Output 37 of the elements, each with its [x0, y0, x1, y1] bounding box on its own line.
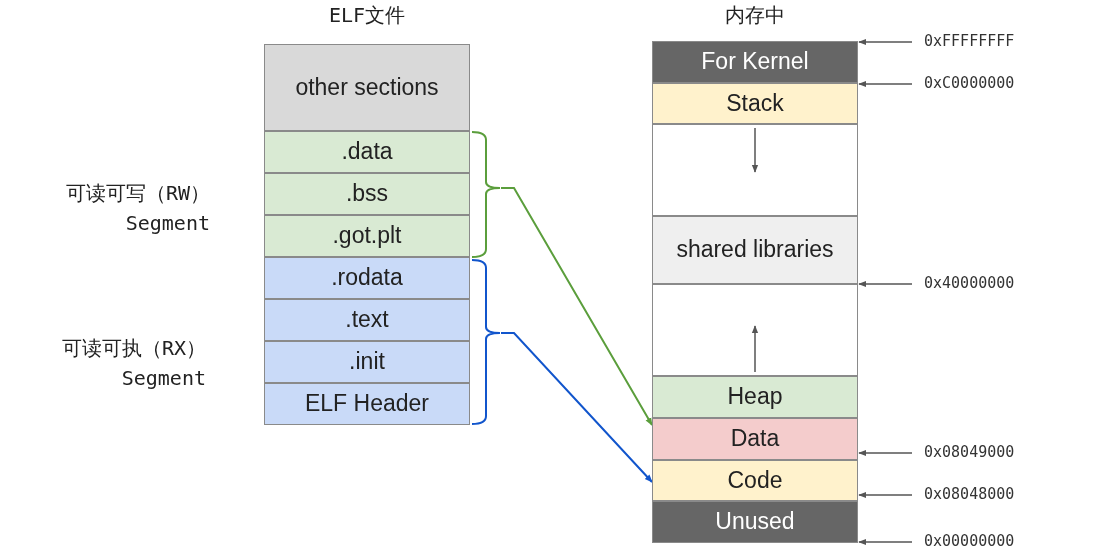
address-label: 0x00000000: [924, 532, 1015, 550]
free-space-box: [652, 284, 858, 376]
address-label: 0xC0000000: [924, 74, 1015, 92]
brace: [470, 259, 501, 425]
column-heading: ELF文件: [327, 2, 407, 29]
segment-label: 可读可写（RW） Segment: [64, 180, 210, 237]
leader-line: [858, 80, 913, 88]
address-label: 0xFFFFFFFF: [924, 32, 1015, 50]
brace: [470, 131, 501, 258]
section-box: .bss: [264, 173, 470, 215]
memory-region: Unused: [652, 501, 858, 543]
leader-line: [858, 38, 913, 46]
address-label: 0x08048000: [924, 485, 1015, 503]
arrow: [500, 332, 653, 483]
section-box: .text: [264, 299, 470, 341]
section-box: .got.plt: [264, 215, 470, 257]
section-box: other sections: [264, 44, 470, 131]
address-label: 0x08049000: [924, 443, 1015, 461]
free-space-box: [652, 124, 858, 216]
memory-region: For Kernel: [652, 41, 858, 83]
leader-line: [858, 280, 913, 288]
memory-region: Stack: [652, 83, 858, 124]
leader-line: [858, 538, 913, 546]
address-label: 0x40000000: [924, 274, 1015, 292]
memory-region: Data: [652, 418, 858, 460]
section-box: .init: [264, 341, 470, 383]
section-box: .rodata: [264, 257, 470, 299]
column-heading: 内存中: [724, 2, 786, 29]
segment-label: 可读可执（RX） Segment: [60, 335, 206, 392]
leader-line: [858, 491, 913, 499]
section-box: ELF Header: [264, 383, 470, 425]
memory-region: Code: [652, 460, 858, 501]
memory-region: shared libraries: [652, 216, 858, 284]
arrow: [500, 187, 653, 426]
memory-region: Heap: [652, 376, 858, 418]
leader-line: [858, 449, 913, 457]
section-box: .data: [264, 131, 470, 173]
